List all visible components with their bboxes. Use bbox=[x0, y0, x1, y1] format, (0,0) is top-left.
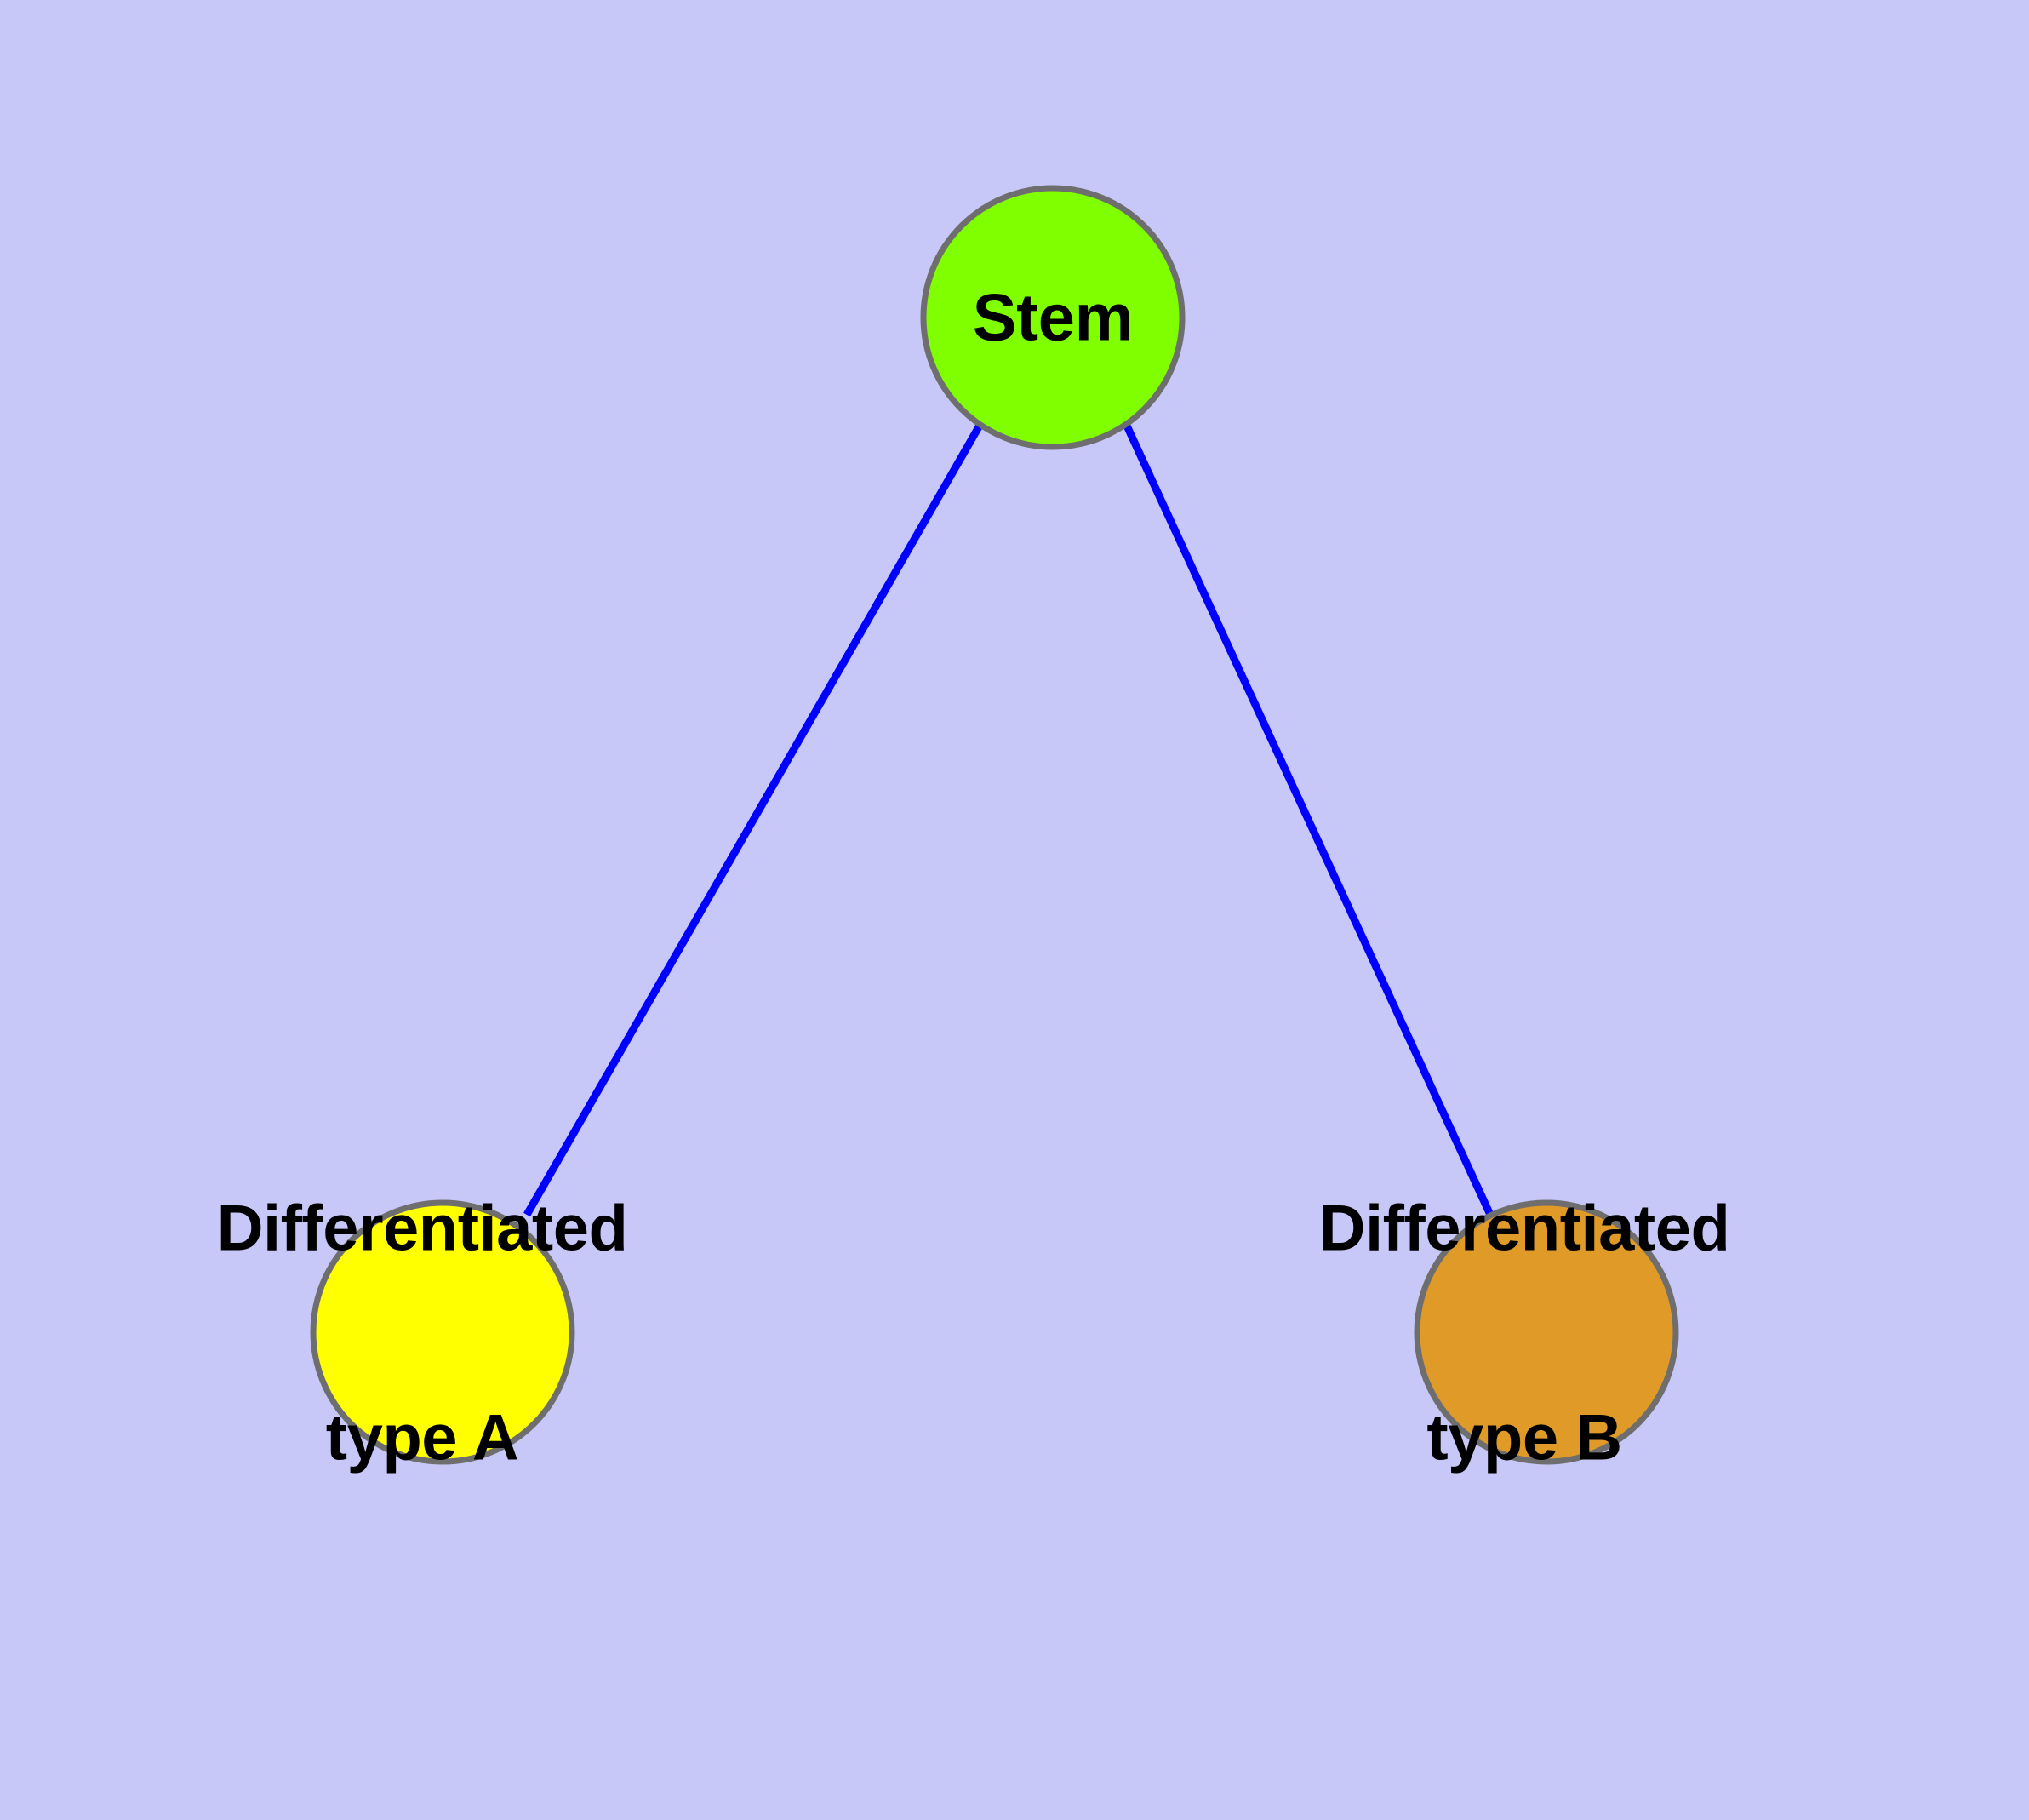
edge-stem-to-differentiated-type-b[interactable] bbox=[1122, 422, 1500, 1228]
node-stem-circle[interactable] bbox=[920, 185, 1186, 450]
node-differentiated-type-b-circle[interactable] bbox=[1414, 1199, 1679, 1465]
edge-stem-to-differentiated-type-a[interactable] bbox=[523, 421, 984, 1217]
node-differentiated-type-a-circle[interactable] bbox=[310, 1199, 575, 1465]
